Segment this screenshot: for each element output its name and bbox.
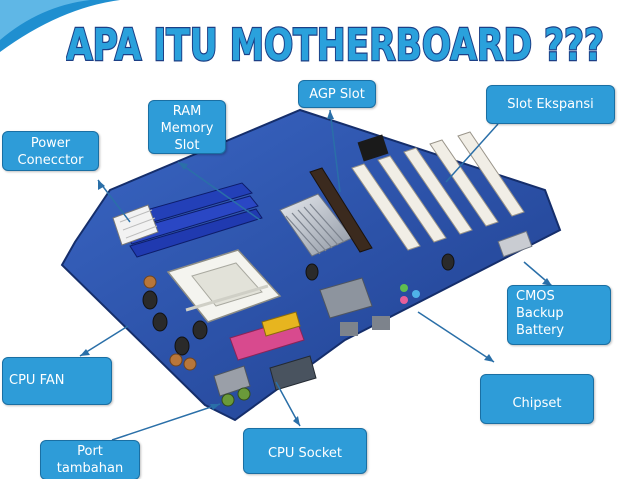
slot-ekspansi-label: Slot Ekspansi [486,85,615,124]
agp-label-text: AGP Slot [309,87,365,102]
cmos-backup-battery-label: CMOS Backup Battery [507,285,611,345]
ram-memory-slot-label: RAM Memory Slot [148,100,226,154]
chipset-heatsink-part [279,193,353,257]
cmos-label-line3: Battery [516,323,565,338]
port-tambahan-label: Port tambahan [40,440,140,479]
power-label-line1: Power [30,136,71,151]
port-label-line2: tambahan [56,461,124,476]
cpu-socket-part [166,249,282,323]
expansion-slots-part [351,131,525,251]
cpu-socket-label-text: CPU Socket [267,446,343,461]
cmos-label-line1: CMOS [516,289,555,304]
bios-chip-part [357,134,389,162]
cpu-fan-label: CPU FAN [2,357,112,405]
slot-ekspansi-label-text: Slot Ekspansi [507,97,594,112]
agp-slot-label: AGP Slot [298,80,376,108]
corner-swoosh-decoration [0,0,120,52]
page-title: APA ITU MOTHERBOARD ??? [66,19,605,70]
capacitors-part [142,253,455,356]
cmos-label-line2: Backup [516,306,564,321]
cmos-battery-part [497,230,533,258]
pointer-arrowheads [80,110,552,426]
pointer-arrows [79,109,553,441]
agp-slot-part [309,167,373,253]
chipset-label: Chipset [480,374,594,424]
ram-label-line1: RAM [172,104,202,119]
chipset-label-text: Chipset [512,396,562,411]
port-label-line1: Port [77,444,103,459]
coils-part [143,275,197,371]
rear-io-part [213,277,420,407]
power-label-line2: Conecctor [17,153,84,168]
cpu-socket-label: CPU Socket [243,428,367,474]
ram-label-line2: Memory [160,121,214,136]
cpu-fan-label-text: CPU FAN [9,373,65,388]
power-connector-label: Power Conecctor [2,131,99,171]
ram-label-line3: Slot [174,138,200,153]
page-title-text: APA ITU MOTHERBOARD ??? [66,20,604,70]
